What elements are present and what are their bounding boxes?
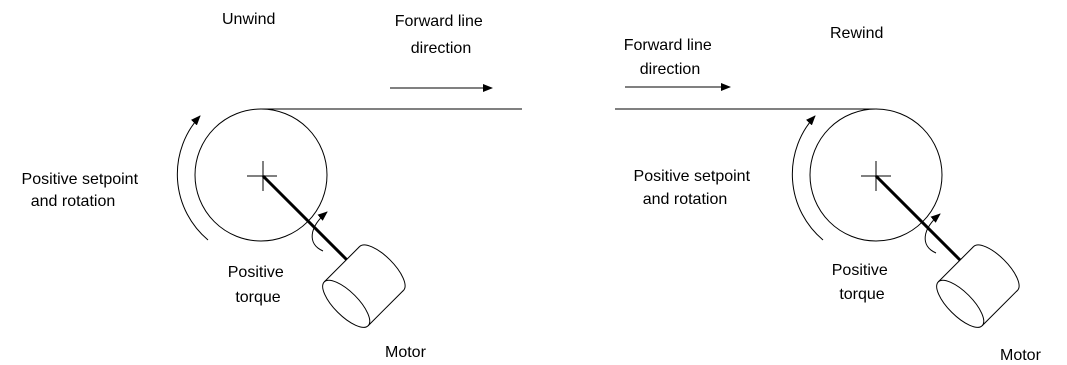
- rewind-title: Rewind: [830, 25, 883, 42]
- unwind-torque-line2: torque: [235, 289, 280, 306]
- rewind-motor-shaft: [874, 174, 967, 267]
- rewind-section: Rewind Forward line direction Positive s…: [615, 25, 1042, 364]
- unwind-torque-label: Positive torque: [228, 264, 288, 306]
- unwind-roll: [194, 108, 328, 242]
- unwind-motor-side-a: [323, 246, 360, 283]
- unwind-motor-face: [322, 279, 371, 328]
- rewind-motor-side-b: [981, 290, 1018, 327]
- rewind-line-direction-line2: direction: [640, 61, 700, 78]
- rewind-motor-face: [936, 279, 985, 328]
- rewind-setpoint-label: Positive setpoint and rotation: [634, 168, 755, 208]
- rewind-motor-label: Motor: [1000, 347, 1042, 364]
- unwind-motor: [322, 244, 406, 328]
- unwind-setpoint-line1: Positive setpoint: [22, 171, 139, 188]
- unwind-torque-line1: Positive: [228, 264, 284, 281]
- rewind-torque-label: Positive torque: [832, 262, 892, 303]
- unwind-motor-shaft: [261, 174, 354, 267]
- rewind-motor-body: [938, 246, 1018, 326]
- unwind-motor-body: [324, 246, 404, 326]
- unwind-torque-arrow: [311, 211, 328, 252]
- unwind-motor-label: Motor: [385, 344, 427, 361]
- rewind-line-direction-label: Forward line direction: [624, 37, 716, 78]
- rewind-setpoint-line2: and rotation: [643, 191, 728, 208]
- unwind-motor-side-b: [367, 290, 404, 327]
- unwind-setpoint-line2: and rotation: [31, 193, 116, 210]
- unwind-line-direction-line1: Forward line: [395, 13, 483, 30]
- unwind-line-direction-label: Forward line direction: [395, 13, 487, 57]
- rewind-roll: [809, 108, 943, 242]
- rewind-setpoint-line1: Positive setpoint: [634, 168, 751, 185]
- rewind-rotation-arrow: [791, 115, 824, 241]
- unwind-title: Unwind: [222, 11, 275, 28]
- unwind-setpoint-label: Positive setpoint and rotation: [22, 171, 143, 210]
- rewind-motor: [936, 244, 1020, 328]
- unwind-line-direction-line2: direction: [411, 40, 471, 57]
- rewind-line-direction-line1: Forward line: [624, 37, 712, 54]
- rewind-torque-line1: Positive: [832, 262, 888, 279]
- unwind-section: Unwind Forward line direction Positive s…: [22, 11, 522, 361]
- rewind-torque-arrow: [924, 213, 941, 254]
- rewind-motor-side-a: [937, 246, 974, 283]
- unwind-rotation-arrow: [176, 115, 209, 241]
- rewind-torque-line2: torque: [839, 286, 884, 303]
